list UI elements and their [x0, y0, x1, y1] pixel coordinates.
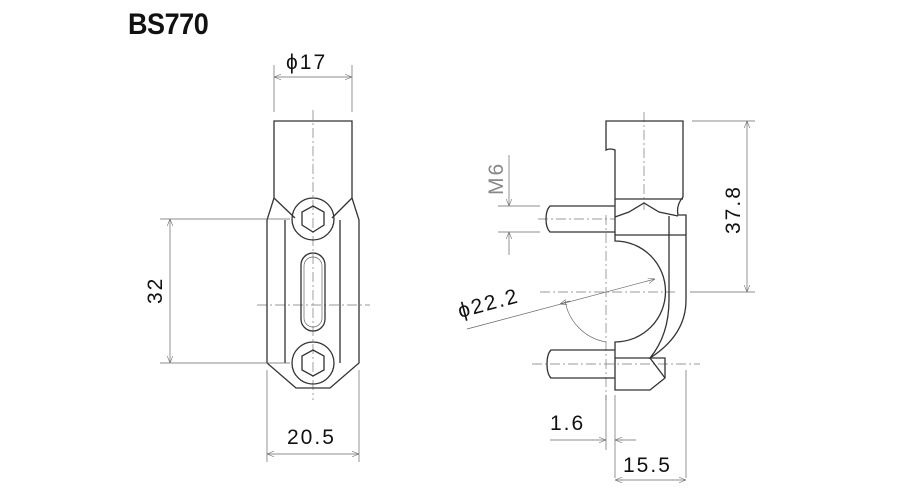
dim-depth: 15.5 — [623, 454, 672, 477]
dim-top-diameter: ϕ17 — [286, 51, 327, 74]
bolt-head-top — [291, 197, 335, 241]
dim-bolt-spacing: 32 — [144, 277, 167, 304]
upper-bolt — [545, 205, 615, 233]
model-title: BS770 — [128, 8, 209, 41]
lower-bolt — [546, 349, 615, 379]
side-view: M6 ϕ22.2 37.8 1.6 15.5 — [455, 112, 755, 480]
dim-offset: 1.6 — [550, 412, 585, 435]
front-view: ϕ17 32 20.5 — [144, 51, 370, 462]
dim-thread: M6 — [485, 162, 508, 195]
bolt-head-bottom — [291, 341, 335, 385]
dim-height: 37.8 — [722, 185, 745, 234]
dim-width: 20.5 — [287, 426, 336, 449]
hex-socket-icon — [301, 205, 325, 233]
